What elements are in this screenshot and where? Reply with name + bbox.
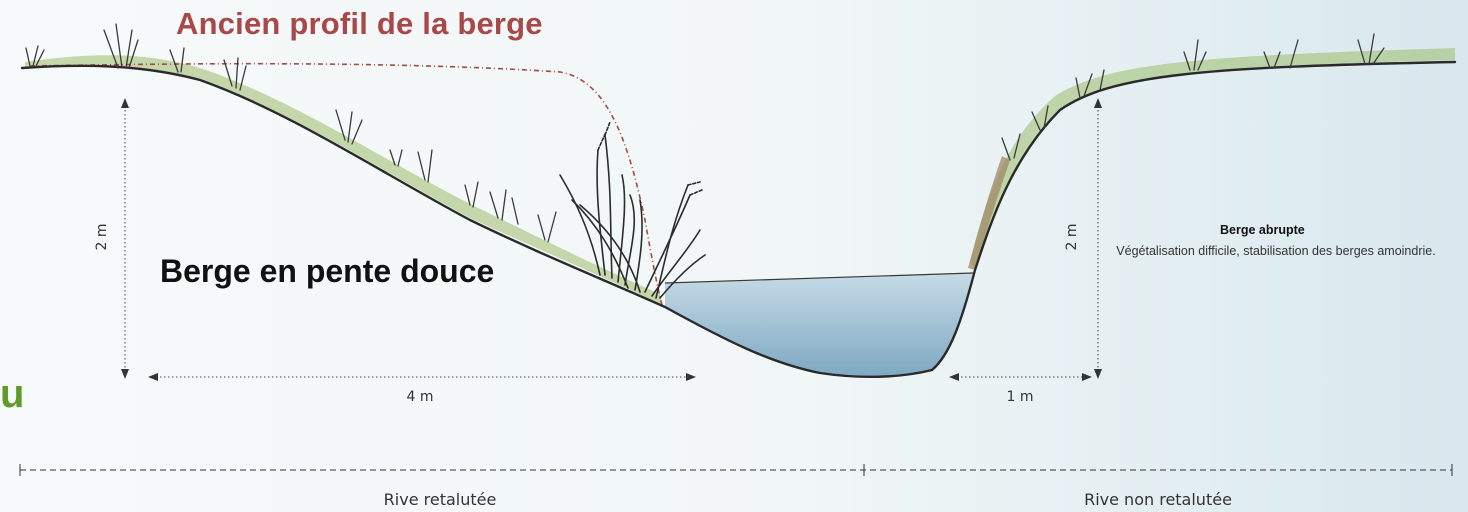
cropped-side-text: u xyxy=(0,372,25,416)
reed-vegetation xyxy=(559,121,706,299)
arrow-down-right xyxy=(1094,369,1102,379)
steep-bank-title: Berge abrupte xyxy=(1220,223,1305,237)
arrow-left-width-end xyxy=(686,373,696,381)
gentle-bank-label: Berge en pente douce xyxy=(160,253,495,289)
dimension-lines xyxy=(124,102,1099,378)
section-label-left: Rive retalutée xyxy=(383,490,497,509)
old-profile-label: Ancien profil de la berge xyxy=(176,6,543,41)
right-height-label: 2 m xyxy=(1064,223,1080,251)
arrow-down-left xyxy=(121,369,129,379)
right-width-label: 1 m xyxy=(1006,389,1034,405)
left-width-label: 4 m xyxy=(406,389,434,405)
water-body xyxy=(665,273,973,377)
dimension-arrows xyxy=(121,98,1102,381)
eroded-soil xyxy=(968,156,1010,270)
arrow-right-width-end xyxy=(1082,373,1092,381)
left-height-label: 2 m xyxy=(94,223,110,251)
section-divider xyxy=(19,464,1453,476)
arrow-left-width-start xyxy=(148,373,158,381)
arrow-up-right xyxy=(1094,98,1102,108)
grass-tufts xyxy=(25,23,1385,243)
old-bank-profile-line xyxy=(29,62,663,306)
arrow-right-width-start xyxy=(949,373,959,381)
steep-bank-description: Végétalisation difficile, stabilisation … xyxy=(1116,244,1436,258)
section-label-right: Rive non retalutée xyxy=(1084,490,1232,509)
ground-profile-line xyxy=(20,60,1457,379)
water-surface-line xyxy=(664,272,974,284)
arrow-up-left xyxy=(121,98,129,108)
